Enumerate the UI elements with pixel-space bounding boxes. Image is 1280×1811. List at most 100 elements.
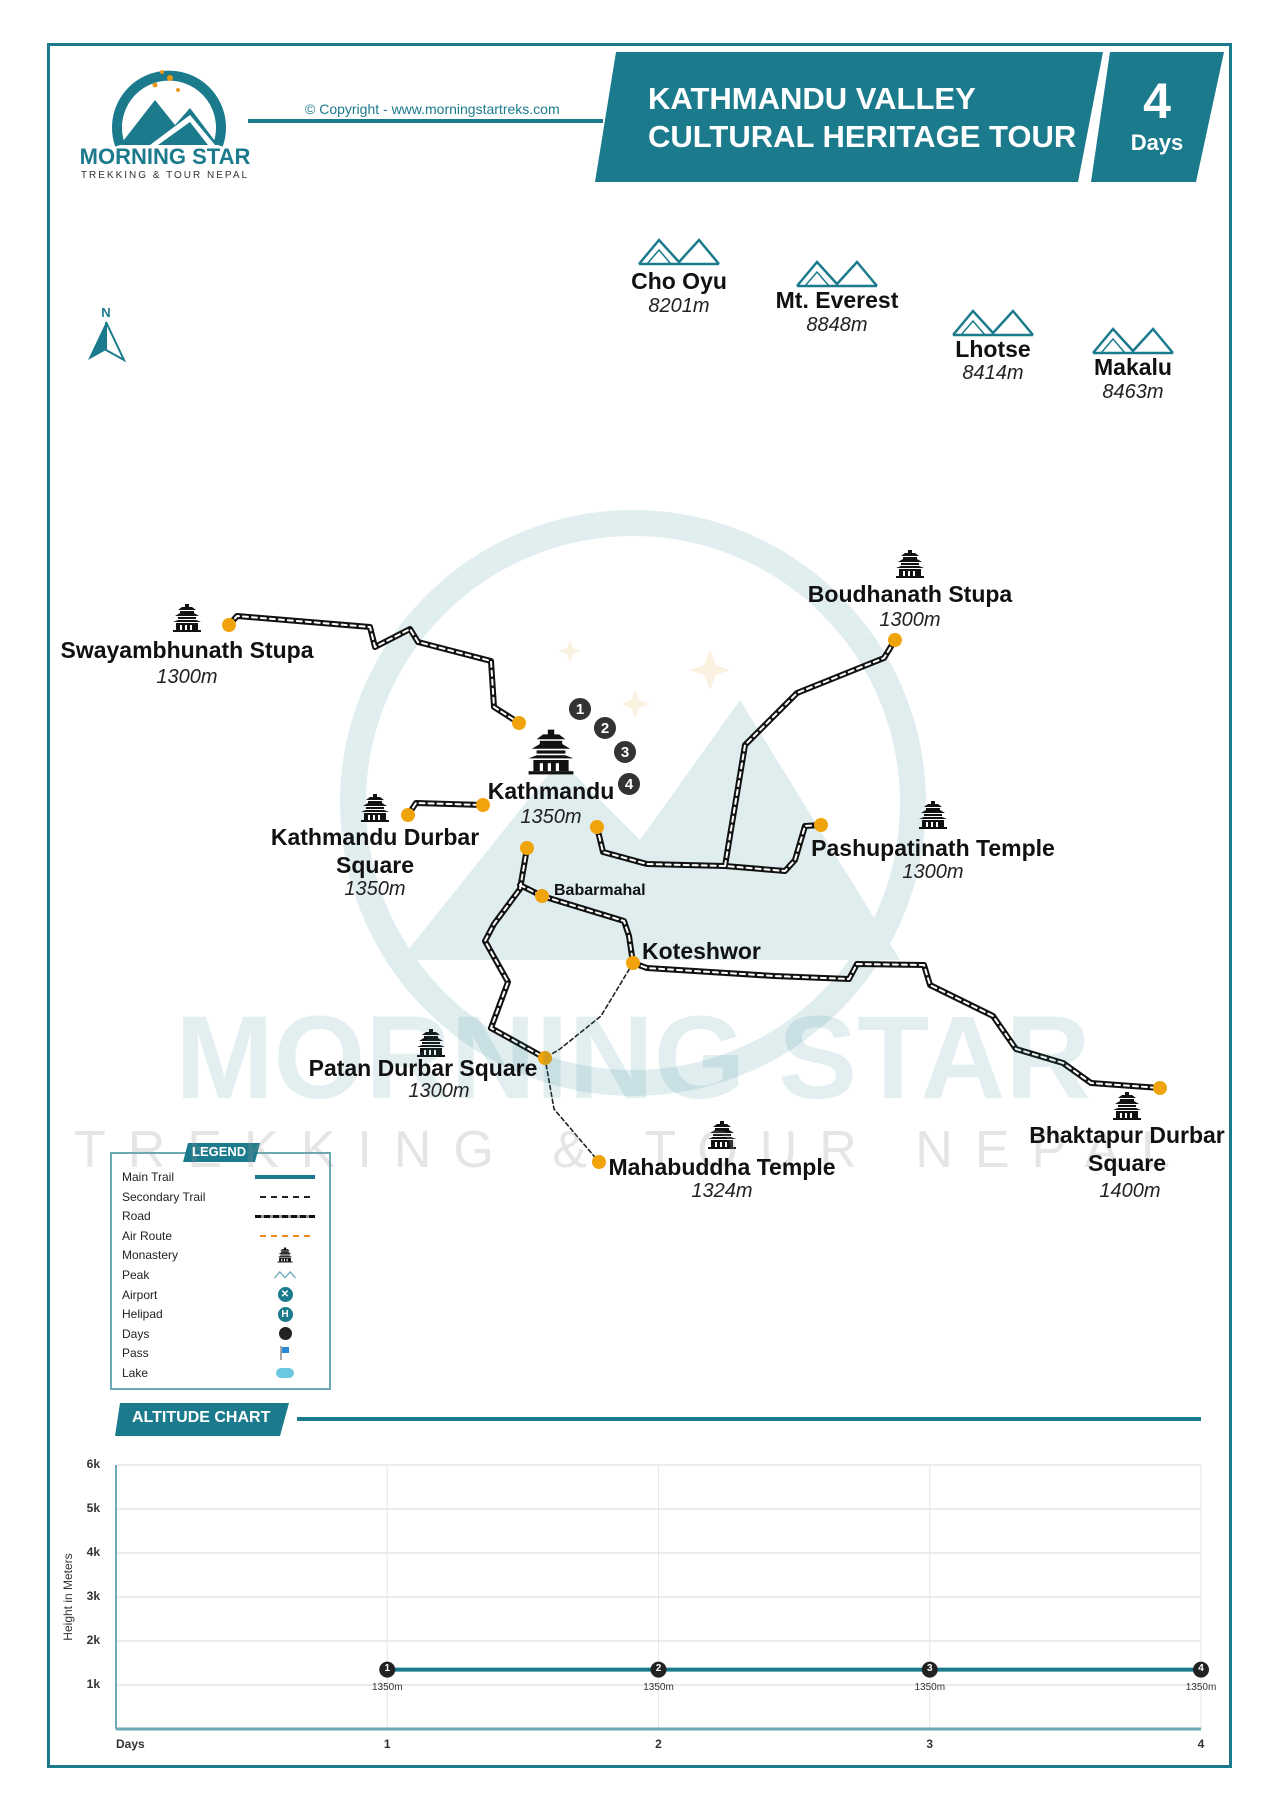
altitude-chart-title: ALTITUDE CHART <box>132 1409 271 1426</box>
altitude-pashupati: 1300m <box>902 861 964 883</box>
page-frame <box>47 43 1232 1768</box>
peak-icon <box>1091 327 1175 355</box>
altitude-boudha: 1300m <box>879 609 941 631</box>
altitude-point-day: 3 <box>926 1662 933 1674</box>
legend-label: Air Route <box>122 1228 173 1243</box>
lake-icon <box>255 1365 315 1381</box>
monastery-icon <box>173 604 201 632</box>
peak-altitude: 8848m <box>806 314 868 336</box>
dot-junction <box>520 841 534 855</box>
dot-kds <box>401 808 415 822</box>
air-route-line-icon <box>255 1228 315 1244</box>
day-marker: 2 <box>592 715 618 741</box>
x-tick-label: 3 <box>926 1737 934 1751</box>
dot-swayambhu <box>222 618 236 632</box>
peak-name: Cho Oyu <box>631 268 727 294</box>
main-trail-line-icon <box>255 1169 315 1185</box>
altitude-kathmandu: 1350m <box>520 806 582 828</box>
day-marker: 4 <box>616 771 642 797</box>
helipad-icon: H <box>255 1306 315 1322</box>
place-bhaktapur: Bhaktapur Durbar <box>1029 1122 1225 1148</box>
title-line-2: CULTURAL HERITAGE TOUR <box>648 119 1077 154</box>
dot-kds-road <box>476 798 490 812</box>
monastery-icon <box>255 1247 315 1263</box>
copyright-link[interactable]: © Copyright - www.morningstartreks.com <box>305 101 560 117</box>
dot-babarmahal <box>535 889 549 903</box>
place-dots <box>222 618 1167 1169</box>
dot-route-end <box>512 716 526 730</box>
north-arrow-icon <box>88 321 127 363</box>
peak-name: Mt. Everest <box>775 287 899 313</box>
altitude-patan: 1300m <box>408 1080 470 1102</box>
peak-name: Makalu <box>1094 354 1172 380</box>
altitude-bhaktapur: 1400m <box>1099 1180 1161 1202</box>
secondary-trails <box>544 962 634 1163</box>
logo-tagline: TREKKING & TOUR NEPAL <box>80 170 250 181</box>
x-tick-label: 2 <box>655 1737 662 1751</box>
altitude-point-day: 2 <box>655 1662 662 1674</box>
legend-label: Monastery <box>122 1248 179 1263</box>
road-kds <box>405 800 486 818</box>
altitude-point-day: 4 <box>1198 1662 1204 1674</box>
watermark-name: MORNING STAR <box>175 992 1091 1124</box>
y-axis-label: Height in Meters <box>61 1553 75 1641</box>
x-axis-label: Days <box>116 1737 145 1751</box>
secondary-trail-line-icon <box>255 1189 315 1205</box>
title-banner <box>595 52 1103 182</box>
peak-altitude: 8201m <box>648 295 710 317</box>
legend-label: Lake <box>122 1366 149 1380</box>
road-line-icon <box>255 1208 315 1224</box>
altitude-point-label: 1350m <box>643 1681 674 1693</box>
legend-label: Peak <box>122 1268 150 1282</box>
days-banner <box>1091 52 1224 182</box>
dot-bhaktapur <box>1153 1081 1167 1095</box>
legend-label: Road <box>122 1209 151 1224</box>
altitude-point <box>1193 1661 1209 1678</box>
altitude-point <box>379 1661 396 1678</box>
y-tick-label: 1k <box>86 1677 100 1691</box>
x-tick-label: 4 <box>1197 1737 1205 1751</box>
place-babarmahal: Babarmahal <box>554 882 646 899</box>
days-label: Days <box>1130 130 1184 155</box>
dot-pashupati <box>814 818 828 832</box>
title-line-1: KATHMANDU VALLEY <box>648 81 976 116</box>
place-kathmandu: Kathmandu <box>487 778 615 804</box>
altitude-kds: 1350m <box>344 878 406 900</box>
altitude-swayambhu: 1300m <box>156 666 218 688</box>
y-tick-label: 3k <box>86 1589 100 1603</box>
y-tick-label: 2k <box>86 1633 100 1647</box>
legend-label: Days <box>122 1326 150 1341</box>
logo-name: MORNING STAR <box>79 144 251 169</box>
place-patan: Patan Durbar Square <box>308 1055 538 1081</box>
altitude-point-label: 1350m <box>914 1681 946 1693</box>
legend-label: Pass <box>122 1346 149 1361</box>
roads <box>226 613 1163 1163</box>
peak-altitude: 8463m <box>1102 381 1164 403</box>
x-tick-label: 1 <box>383 1737 391 1751</box>
legend-label: Secondary Trail <box>122 1189 206 1204</box>
days-number: 4 <box>1143 73 1171 129</box>
legend-label: Airport <box>122 1287 158 1302</box>
watermark-logo <box>340 510 926 1096</box>
peak-icon <box>637 238 721 266</box>
dot-kathmandu <box>590 820 604 834</box>
monastery-icon <box>896 550 924 578</box>
place-kds: Kathmandu Durbar <box>270 824 480 850</box>
place-mahabuddha: Mahabuddha Temple <box>608 1154 836 1180</box>
watermark-tagline: TREKKING & TOUR NEPAL <box>74 1121 1192 1179</box>
dot-boudha <box>888 633 902 647</box>
peak-name: Lhotse <box>955 336 1031 362</box>
place-bhaktapur-line2: Square <box>1088 1150 1166 1176</box>
airport-icon: ✕ <box>255 1287 315 1303</box>
north-label: N <box>101 305 111 320</box>
altitude-point <box>921 1661 938 1678</box>
flag-icon <box>255 1345 315 1361</box>
place-koteshwor: Koteshwor <box>642 938 761 964</box>
logo-mark <box>112 70 226 147</box>
place-kds-line2: Square <box>336 852 414 878</box>
peak-icon <box>951 309 1035 337</box>
altitude-point-day: 1 <box>384 1662 391 1674</box>
place-swayambhu: Swayambhunath Stupa <box>60 637 314 663</box>
peak-icon <box>255 1267 315 1283</box>
